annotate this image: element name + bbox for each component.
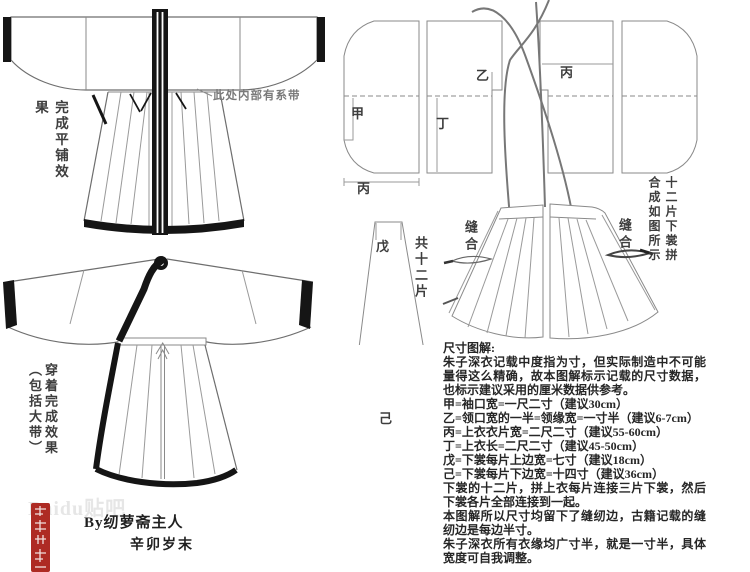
skirt-count-label: 共十二片 (413, 236, 428, 300)
inner-tie-annotation: 此处内部有系带 (213, 90, 301, 102)
size-guide-line: 丁=上衣长=二尺二寸（建议45-50cm） (443, 439, 644, 453)
pattern-pieces-drawing (343, 0, 698, 345)
size-guide: 尺寸图解: 朱子深衣记载中度指为寸，但实际制造中不可能量得这么精确，故本图解标示… (443, 341, 706, 565)
size-guide-line: 甲=袖口宽=一尺二寸（建议30cm） (443, 397, 628, 411)
flat-view-label: 完成平铺效果 (33, 100, 68, 180)
piece-label-bing-bottom: 丙 (357, 181, 371, 196)
piece-label-yi: 乙 (476, 68, 490, 83)
sew-label-right: 缝合 (617, 218, 632, 252)
watermark: Baidu贴吧 (28, 498, 127, 520)
piece-label-wu: 戊 (376, 239, 390, 254)
flat-robe-drawing (3, 9, 325, 235)
signature-date: 辛卯岁末 (130, 538, 194, 553)
size-guide-title: 尺寸图解: (443, 341, 495, 355)
size-guide-line: 戊=下裳每片上边宽=七寸（建议18cm） (443, 453, 652, 467)
seal-stamp (31, 503, 50, 572)
size-guide-line: 己=下裳每片下边宽=十四寸（建议36cm） (443, 467, 664, 481)
size-guide-line: 本图解所以尺寸均留下了缝纫边，古籍记载的缝纫边是每边半寸。 (443, 509, 706, 537)
piece-label-ji: 己 (379, 411, 393, 426)
assembly-note: 十二片下裳拼合成如图所示 (647, 176, 678, 263)
worn-robe-drawing (3, 255, 314, 488)
size-guide-line: 丙=上衣衣片宽=二尺二寸（建议55-60cm） (443, 425, 668, 439)
sew-label-left: 缝合 (463, 220, 478, 254)
size-guide-line: 朱子深衣记载中度指为寸，但实际制造中不可能量得这么精确，故本图解标示记载的尺寸数… (443, 355, 706, 397)
worn-view-label: 穿着完成效果（包括大带） (27, 363, 58, 456)
piece-label-jia: 甲 (351, 106, 365, 121)
size-guide-line: 下裳的十二片，拼上衣每片连接三片下裳，然后下裳各片全部连接到一起。 (443, 481, 706, 509)
signature-author: By纫萝斋主人 (84, 515, 184, 531)
size-guide-line: 朱子深衣所有衣缘均广寸半，就是一寸半，具体宽度可自我调整。 (443, 537, 706, 565)
piece-label-bing-top: 丙 (560, 65, 574, 80)
size-guide-line: 乙=领口宽的一半=领缘宽=一寸半（建议6-7cm） (443, 411, 699, 425)
piece-label-ding: 丁 (436, 116, 450, 131)
